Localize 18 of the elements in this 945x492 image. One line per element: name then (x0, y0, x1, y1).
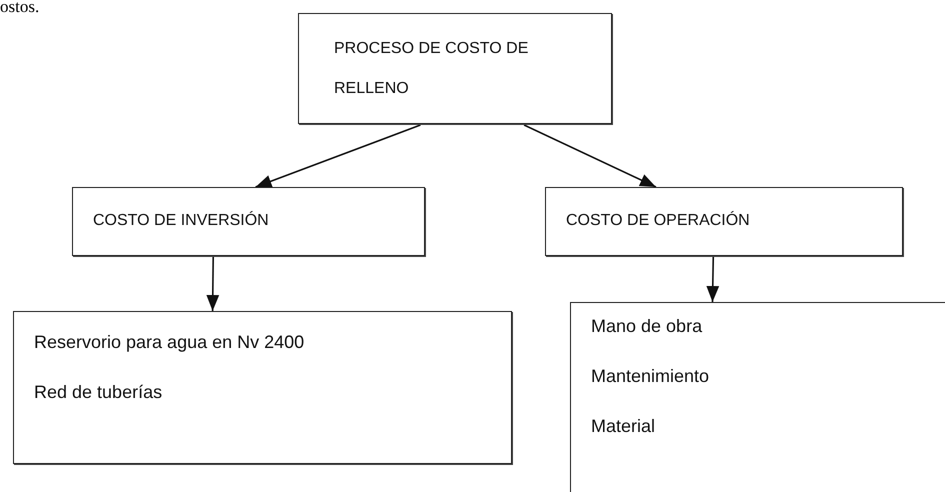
text-box (72, 187, 425, 256)
text-box (545, 187, 903, 256)
node-label: COSTO DE OPERACIÓN (566, 212, 750, 230)
arrow (255, 124, 421, 188)
node-label: Material (591, 416, 656, 437)
node-label: Mano de obra (591, 316, 702, 337)
title-text: PROCESO DE COSTO DE RELLENO (334, 39, 530, 99)
text-box (298, 13, 612, 124)
node-label: Red de tuberías (34, 382, 162, 403)
node-label: COSTO DE INVERSIÓN (93, 212, 269, 230)
node-label: Reservorio para agua en Nv 2400 (34, 332, 304, 353)
text-box (570, 302, 945, 492)
arrow (206, 257, 220, 311)
text-box (13, 311, 512, 464)
node-label: Mantenimiento (591, 366, 710, 387)
arrow (706, 256, 720, 302)
cut-off-text: ostos. (0, 0, 40, 16)
arrow (524, 124, 656, 188)
